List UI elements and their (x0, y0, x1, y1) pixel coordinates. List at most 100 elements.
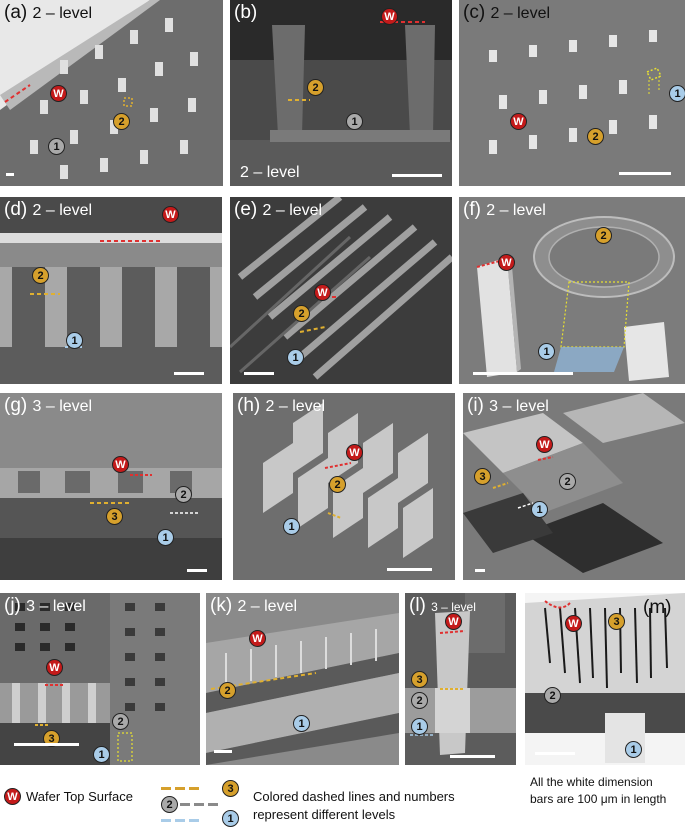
panel-c-title: (c) 2 – level (463, 2, 551, 23)
level-1-badge: 1 (157, 529, 174, 546)
wafer-badge: W (50, 85, 67, 102)
panel-k-title: (k) 2 – level (210, 595, 298, 616)
panel-m-title: (m) (643, 597, 672, 618)
legend-level-1-dash (161, 819, 201, 822)
panel-k-image (206, 613, 399, 765)
level-2-badge: 2 (595, 227, 612, 244)
legend-wafer-label: Wafer Top Surface (26, 789, 133, 804)
level-3-badge: 3 (411, 671, 428, 688)
panel-k: (k) 2 – level W 2 1 (206, 593, 399, 765)
panel-b-image (230, 0, 452, 186)
scale-bar (475, 569, 485, 572)
scale-bar (214, 750, 232, 753)
scale-bar (450, 755, 495, 758)
panel-d-title: (d) 2 – level (4, 199, 93, 220)
panel-l-title: (l) 3 – level (409, 595, 476, 616)
panel-b-title: (b) (234, 2, 258, 23)
scale-bar (392, 174, 442, 177)
panel-b: (b) 2 – level W 2 1 (230, 0, 452, 186)
panel-h-image (263, 403, 433, 558)
panel-d: (d) 2 – level W 2 1 (0, 197, 222, 384)
panel-b-level: 2 – level (240, 164, 300, 181)
level-2-badge: 2 (544, 687, 561, 704)
level-1-badge: 1 (287, 349, 304, 366)
level-1-badge: 1 (531, 501, 548, 518)
legend-level-1-badge: 1 (222, 810, 239, 827)
panel-j-title: (j) 3 – level (4, 595, 86, 616)
level-2-badge: 2 (587, 128, 604, 145)
panel-c-image (489, 30, 663, 154)
level-3-badge: 3 (106, 508, 123, 525)
level-1-badge: 1 (669, 85, 685, 102)
panel-c: (c) 2 – level W 2 1 (459, 0, 685, 186)
level-1-badge: 1 (93, 746, 110, 763)
wafer-badge: W (381, 8, 398, 25)
scale-bar (387, 568, 432, 571)
scale-bar (14, 743, 79, 746)
wafer-badge: W (162, 206, 179, 223)
level-1-badge: 1 (66, 332, 83, 349)
panel-e-image (230, 197, 452, 380)
level-2-badge: 2 (175, 486, 192, 503)
legend-level-2-dash (180, 803, 220, 806)
panel-f-title: (f) 2 – level (463, 199, 546, 220)
panel-g-title: (g) 3 – level (4, 395, 93, 416)
level-1-badge: 1 (283, 518, 300, 535)
legend-levels-line2: represent different levels (253, 807, 396, 822)
wafer-badge: W (510, 113, 527, 130)
panel-f: (f) 2 – level W 2 1 (459, 197, 685, 384)
scale-bar (6, 173, 14, 176)
level-2-badge: 2 (219, 682, 236, 699)
legend-note-line1: All the white dimension (530, 775, 653, 789)
wafer-badge: W (536, 436, 553, 453)
legend-level-3-badge: 3 (222, 780, 239, 797)
wafer-badge: W (346, 444, 363, 461)
wafer-badge: W (565, 615, 582, 632)
level-1-badge: 1 (346, 113, 363, 130)
level-2-badge: 2 (307, 79, 324, 96)
level-2-badge: 2 (32, 267, 49, 284)
scale-bar (244, 372, 274, 375)
panel-g: (g) 3 – level W 2 3 1 (0, 393, 222, 580)
wafer-badge: W (249, 630, 266, 647)
legend-wafer-badge: W (4, 788, 21, 805)
level-2-badge: 2 (411, 692, 428, 709)
panel-j-image (0, 593, 200, 765)
wafer-badge: W (498, 254, 515, 271)
level-2-badge: 2 (329, 476, 346, 493)
panel-l: (l) 3 – level W 3 2 1 (405, 593, 516, 765)
panel-f-image (476, 216, 675, 381)
scale-bar (619, 172, 671, 175)
panel-i-title: (i) 3 – level (467, 395, 549, 416)
panel-a-title: (a) 2 – level (4, 2, 93, 23)
panel-i-image (463, 393, 685, 573)
panel-j: (j) 3 – level W 2 3 1 (0, 593, 200, 765)
panel-e: (e) 2 – level W 2 1 (230, 197, 452, 384)
wafer-badge: W (46, 659, 63, 676)
scale-bar (174, 372, 204, 375)
level-2-badge: 2 (559, 473, 576, 490)
legend-note-line2: bars are 100 μm in length (530, 792, 667, 806)
legend-level-2-badge: 2 (161, 796, 178, 813)
legend-level-3-dash (161, 787, 201, 790)
scale-bar (187, 569, 207, 572)
wafer-badge: W (112, 456, 129, 473)
panel-a-image (0, 0, 223, 186)
level-1-badge: 1 (48, 138, 65, 155)
legend-levels-line1: Colored dashed lines and numbers (253, 789, 455, 804)
panel-m: (m) W 3 2 1 (525, 593, 685, 765)
panel-i: (i) 3 – level W 2 3 1 (463, 393, 685, 580)
level-1-badge: 1 (411, 718, 428, 735)
level-2-badge: 2 (112, 713, 129, 730)
level-1-badge: 1 (293, 715, 310, 732)
panel-h: (h) 2 – level W 2 1 (233, 393, 455, 580)
level-1-badge: 1 (538, 343, 555, 360)
scale-bar (535, 752, 575, 755)
panel-e-title: (e) 2 – level (234, 199, 323, 220)
scale-bar (473, 372, 573, 375)
level-3-badge: 2 (113, 113, 130, 130)
level-2-badge: 2 (293, 305, 310, 322)
panel-g-image (0, 393, 222, 580)
wafer-badge: W (445, 613, 462, 630)
level-3-badge: 3 (608, 613, 625, 630)
